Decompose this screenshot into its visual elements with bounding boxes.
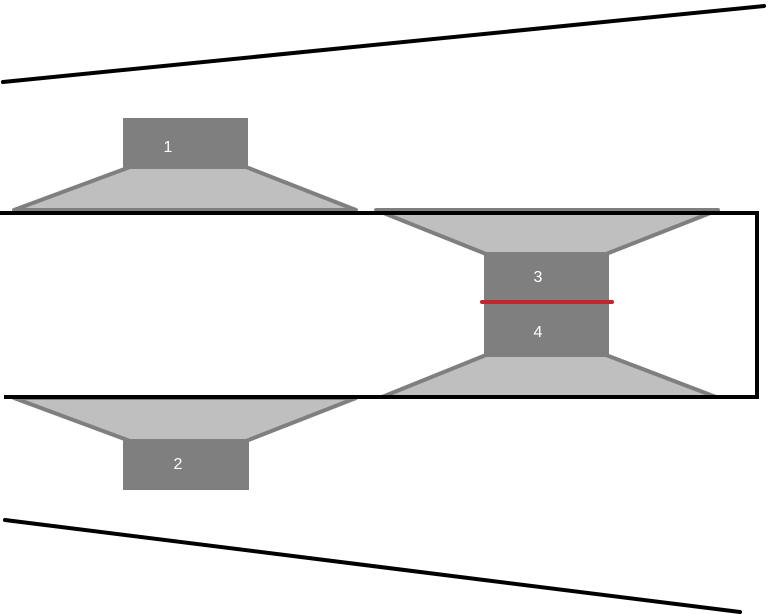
unit-2: 2 [12,396,358,490]
unit-3: 3 [374,208,720,303]
unit-4-cone [380,353,718,399]
unit-4-box [484,303,609,355]
unit-3-box [484,253,609,303]
unit-2-label: 2 [174,456,183,473]
unit-3-label: 3 [534,269,543,286]
unit-1-label: 1 [164,139,173,156]
unit-4-label: 4 [534,324,543,341]
enclosure [0,211,759,399]
unit-1-box [123,118,248,168]
unit-4: 4 [380,303,718,399]
unit-1: 1 [12,118,358,212]
unit-3-cone [374,208,720,256]
upper-guide-line [1,4,766,84]
unit-1-cone [12,165,358,212]
unit-2-cone [12,396,358,443]
unit-2-box [123,440,249,490]
lower-guide-line [3,518,742,614]
